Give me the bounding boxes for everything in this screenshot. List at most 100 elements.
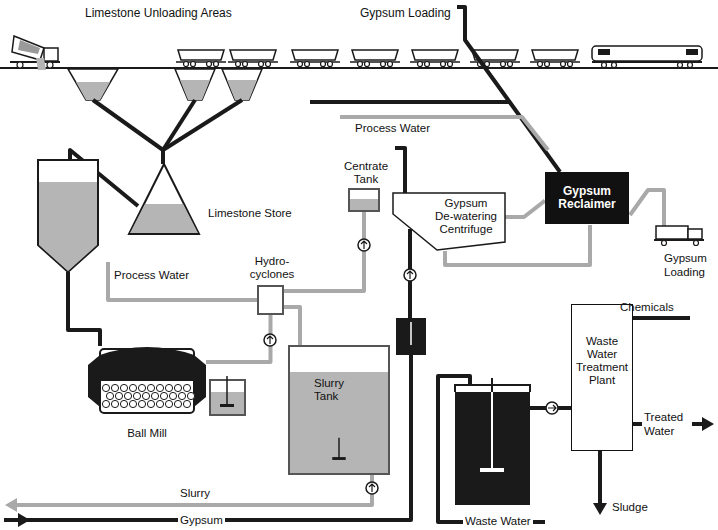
- node-outline-part: [130, 204, 198, 233]
- node-outline-part: [111, 384, 118, 391]
- node-outline-part: [115, 392, 122, 399]
- text-word: Chemicals: [620, 301, 674, 313]
- gypsum-pipes-part: [630, 190, 664, 226]
- node-outline-part: [120, 384, 127, 391]
- limestone-truck-part: [18, 40, 40, 54]
- limestone-truck: [10, 36, 60, 70]
- waste-water-line-part: [438, 376, 545, 522]
- centrifuge-shape: Gypsum De-watering Centrifuge: [392, 192, 506, 252]
- limestone-conveyors-part: [163, 100, 195, 150]
- text-word: Tank: [314, 390, 338, 402]
- node-outline-part: [187, 392, 194, 399]
- unloading-trains-part: [678, 63, 683, 68]
- pump-arrows-part: [267, 336, 273, 344]
- text-word: Slurry: [314, 377, 344, 389]
- waste-water-line-part: [598, 451, 602, 504]
- node-text: Gypsum De-watering Centrifuge: [434, 197, 498, 236]
- node-outline: [290, 347, 388, 473]
- cyclone-box: Hydro- cyclones: [257, 285, 284, 315]
- node-text: Gypsum Reclaimer: [545, 185, 629, 211]
- node-outline-part: [156, 384, 163, 391]
- node-outline-part: [178, 392, 185, 399]
- waste-water-tank-part: [480, 468, 504, 472]
- text-word: Water: [400, 122, 430, 134]
- node-outline-part: [142, 392, 149, 399]
- node-outline-part: [100, 347, 194, 381]
- process-water-pipes: [108, 117, 548, 300]
- node-text: Waste Water Treatment Plant: [572, 335, 632, 387]
- unloading-trains-part: [592, 46, 702, 61]
- slurry-line-part: [16, 475, 372, 505]
- unloading-hoppers-part: [227, 80, 257, 100]
- unloading-hoppers-part: [68, 69, 118, 100]
- text-word: Water: [587, 348, 617, 360]
- pump-symbols-part: [404, 269, 416, 281]
- waste-water-tank-part: [491, 378, 493, 392]
- gypsum-truck-part: [662, 241, 667, 246]
- node-outline-part: [165, 400, 172, 407]
- pipe-connector: [284, 307, 300, 345]
- text-word: Hydro-: [255, 255, 290, 267]
- node-outline-part: [147, 400, 154, 407]
- unloading-trains-part: [688, 63, 693, 68]
- node-outline-part: [133, 392, 140, 399]
- pipe-connector: [505, 201, 545, 217]
- unloading-hoppers: [68, 69, 262, 100]
- treatment-box: Waste Water Treatment Plant: [571, 304, 633, 451]
- text-word: Process: [114, 269, 156, 281]
- node-outline-part: [147, 384, 154, 391]
- gypsum-feed-tank: [396, 318, 426, 355]
- gypsum-arrow: [18, 513, 30, 527]
- text-word: Waste: [465, 515, 497, 527]
- plant-label: Gypsum Loading: [360, 6, 451, 20]
- node-outline: [128, 163, 200, 235]
- gypsum-feed-tank-part: [396, 318, 426, 355]
- text-word: Gypsum: [360, 6, 405, 20]
- text-word: Water: [644, 425, 674, 437]
- limestone-silo-part: [38, 160, 98, 272]
- node-outline-part: [129, 400, 136, 407]
- node-outline-part: [194, 355, 206, 407]
- text-word: Areas: [200, 6, 231, 20]
- pump-symbols-part: [358, 239, 370, 251]
- plant-label: Chemicals: [620, 300, 674, 314]
- text-word: Reclaimer: [558, 197, 615, 211]
- pump-arrows-part: [361, 241, 367, 249]
- node-outline-part: [338, 438, 339, 459]
- unloading-trains-part: [602, 63, 607, 68]
- gypsum-truck-part: [694, 241, 699, 246]
- text-word: Limestone: [208, 207, 261, 219]
- text-word: Waste: [586, 335, 618, 347]
- text-word: De-watering: [435, 210, 497, 222]
- node-outline-part: [160, 392, 167, 399]
- slurry-arrow: [5, 498, 17, 512]
- unloading-trains-part: [290, 50, 340, 67]
- unloading-trains-part: [530, 50, 580, 67]
- limestone-conveyors-part: [163, 100, 242, 150]
- text-word: Ball: [127, 427, 146, 439]
- process-water-pipes-part: [340, 117, 548, 150]
- limestone-conveyors-part: [161, 150, 165, 164]
- plant-label: Limestone Unloading Areas: [85, 6, 232, 20]
- node-outline-part: [138, 384, 145, 391]
- pump-arrows-part: [548, 405, 556, 411]
- text-word: Gypsum: [445, 197, 488, 209]
- node-outline-part: [138, 400, 145, 407]
- unloading-trains: [176, 46, 702, 68]
- node-text: Hydro- cyclones: [243, 255, 301, 281]
- node-text: Limestone Store: [208, 207, 292, 220]
- unloading-hoppers-part: [76, 82, 110, 100]
- text-word: Process: [355, 122, 397, 134]
- limestone-conveyors-part: [93, 100, 163, 150]
- gypsum-truck-part: [688, 229, 702, 239]
- node-outline-part: [124, 392, 131, 399]
- waste-water-tank: [455, 378, 530, 505]
- node-outline-part: [174, 384, 181, 391]
- plant-label: Sludge: [612, 500, 648, 514]
- limestone-truck-part: [17, 62, 23, 68]
- text-word: Unloading: [144, 6, 198, 20]
- node-outline-part: [106, 392, 113, 399]
